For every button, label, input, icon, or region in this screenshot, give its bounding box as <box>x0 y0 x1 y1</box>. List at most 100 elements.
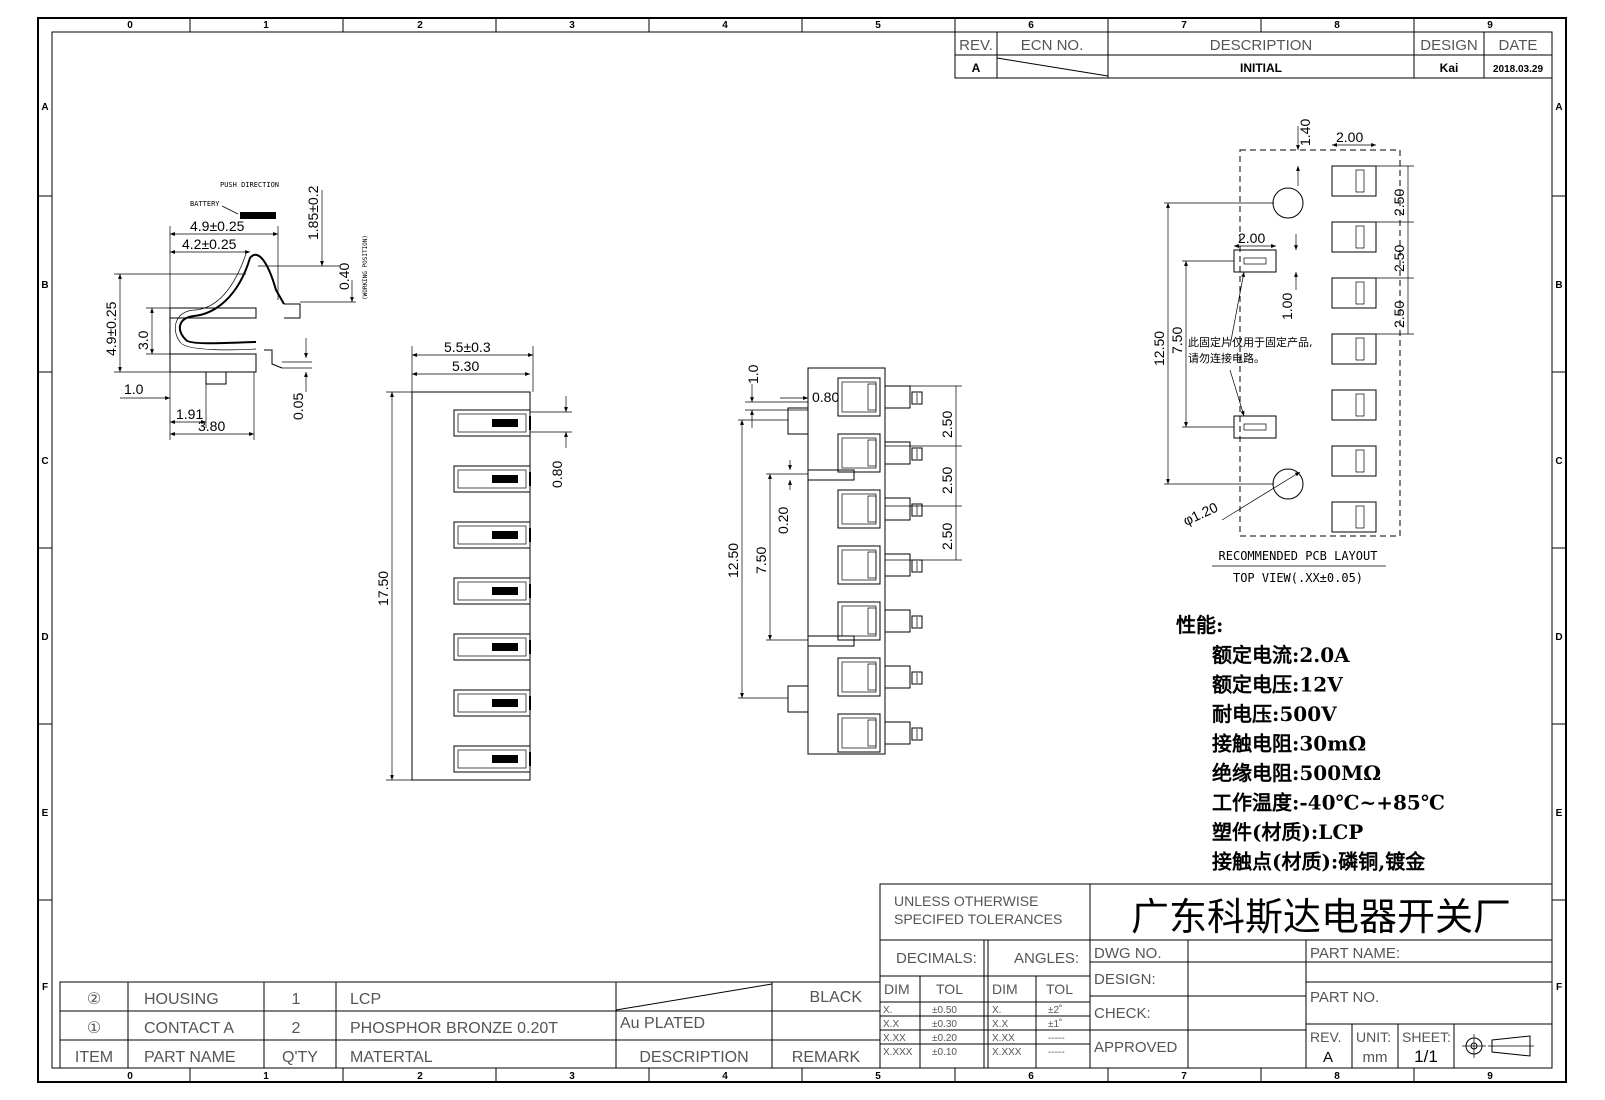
part-name-label: PART NAME: <box>1310 945 1400 962</box>
angles-label: ANGLES: <box>1014 950 1079 967</box>
col-label: 8 <box>1334 1071 1340 1082</box>
description-value: INITIAL <box>1240 61 1282 75</box>
spec-line: 耐电压:500V <box>1212 702 1337 726</box>
ang-tol: ±2˚ <box>1048 1004 1062 1016</box>
dim-header: DIM <box>884 981 910 997</box>
bom-remark: BLACK <box>810 989 863 1006</box>
tol-header: TOL <box>1046 981 1073 997</box>
company-name: 广东科斯达电器开关厂 <box>1131 895 1511 939</box>
row-label: E <box>1556 808 1563 819</box>
ecn-header: ECN NO. <box>1021 37 1084 54</box>
front-pin <box>453 745 531 773</box>
dec-dim: X.XX <box>883 1033 906 1044</box>
front-pins <box>453 409 531 773</box>
dim-label: 4.9±0.25 <box>190 218 245 234</box>
front-pin <box>453 633 531 661</box>
specs-title: 性能: <box>1176 613 1223 637</box>
pcb-note-line1: 此固定片仅用于固定产品, <box>1188 335 1313 349</box>
bom-material: LCP <box>350 991 381 1008</box>
decimals-label: DECIMALS: <box>896 950 977 967</box>
spec-line: 接触点(材质):磷铜,镀金 <box>1212 850 1426 874</box>
bom-item: ① <box>87 1020 101 1037</box>
dim-label: 1.0 <box>745 364 761 384</box>
front-pin <box>453 521 531 549</box>
top-contact <box>837 713 923 753</box>
dim-label: 2.50 <box>939 467 955 494</box>
ang-tol: ----- <box>1048 1033 1065 1044</box>
working-position-label: (WORKING POSITION) <box>362 235 369 300</box>
top-contact <box>837 433 923 473</box>
dim-label: 2.50 <box>1391 189 1407 216</box>
pcb-layout-subtitle: TOP VIEW(.XX±0.05) <box>1233 571 1363 585</box>
bom-description: Au PLATED <box>620 1015 705 1032</box>
pcb-layout: 1.40 2.00 2.50 2.50 2.50 2.00 1.00 7.50 … <box>1151 119 1414 585</box>
bom-table: ② HOUSING 1 LCP BLACK ① CONTACT A 2 PHOS… <box>59 981 881 1069</box>
rev-value: A <box>1323 1049 1333 1066</box>
top-contact <box>837 657 923 697</box>
row-label: C <box>1555 456 1562 467</box>
dim-label: 2.00 <box>1336 129 1363 145</box>
col-label: 0 <box>127 1071 133 1082</box>
top-contact <box>837 489 923 529</box>
side-view: PUSH DIRECTION BATTERY 4.9±0.25 4.2±0.25… <box>103 181 369 440</box>
bom-item: ② <box>87 991 101 1008</box>
top-contact <box>837 377 923 417</box>
row-label: D <box>41 632 48 643</box>
date-header: DATE <box>1499 37 1538 54</box>
design-header: DESIGN <box>1420 37 1478 54</box>
rev-header: REV. <box>959 37 993 54</box>
pcb-pad <box>1331 277 1377 309</box>
dim-label: 7.50 <box>753 547 769 574</box>
dim-label: 1.40 <box>1297 119 1313 146</box>
dim-header: DIM <box>992 981 1018 997</box>
col-label: 9 <box>1487 20 1493 31</box>
unit-value: mm <box>1363 1049 1388 1066</box>
title-block: UNLESS OTHERWISE SPECIFED TOLERANCES DEC… <box>879 883 1553 1069</box>
description-header: DESCRIPTION <box>1210 37 1313 54</box>
front-view: 5.5±0.3 5.30 17.50 0.80 <box>375 339 572 781</box>
spec-line: 塑件(材质):LCP <box>1212 820 1363 844</box>
design-label: DESIGN: <box>1094 971 1156 988</box>
dim-label: 0.80 <box>812 389 839 405</box>
dec-dim: X.X <box>883 1019 899 1030</box>
front-pin <box>453 409 531 437</box>
dim-label: 4.9±0.25 <box>103 301 119 356</box>
dim-label: 2.00 <box>1238 230 1265 246</box>
dim-label: 2.50 <box>1391 245 1407 272</box>
col-label: 4 <box>722 20 728 31</box>
dim-label: 5.5±0.3 <box>444 339 491 355</box>
pcb-layout-title: RECOMMENDED PCB LAYOUT <box>1219 549 1378 563</box>
ang-dim: X.XX <box>992 1033 1015 1044</box>
ang-tol: ----- <box>1048 1047 1065 1058</box>
bom-part-name: CONTACT A <box>144 1020 234 1037</box>
dim-label: 12.50 <box>1151 331 1167 366</box>
projection-symbol-icon <box>1462 1034 1534 1058</box>
design-value: Kai <box>1440 61 1459 75</box>
dwg-no-label: DWG NO. <box>1094 945 1162 962</box>
dec-tol: ±0.10 <box>932 1047 957 1058</box>
row-label: F <box>1556 982 1562 993</box>
bom-qty: 2 <box>292 1020 301 1037</box>
row-label: F <box>42 982 48 993</box>
bom-header-item: ITEM <box>75 1049 113 1066</box>
spec-line: 接触电阻:30mΩ <box>1212 732 1366 756</box>
top-contact <box>837 601 923 641</box>
col-label: 6 <box>1028 20 1034 31</box>
bom-qty: 1 <box>292 991 301 1008</box>
pcb-pads <box>1331 165 1377 533</box>
dim-label: 0.40 <box>336 263 352 290</box>
col-label: 7 <box>1181 1071 1187 1082</box>
bom-header-part-name: PART NAME <box>144 1049 236 1066</box>
spec-line: 绝缘电阻:500MΩ <box>1212 761 1381 785</box>
row-label: C <box>41 456 48 467</box>
pcb-pad <box>1331 165 1377 197</box>
battery-label: BATTERY <box>190 200 220 208</box>
pcb-pad <box>1331 221 1377 253</box>
tol-header: TOL <box>936 981 963 997</box>
ang-dim: X. <box>992 1005 1001 1016</box>
dim-label: 1.00 <box>1279 293 1295 320</box>
dec-dim: X.XXX <box>883 1047 913 1058</box>
dim-label: 2.50 <box>1391 301 1407 328</box>
tolerance-line1: UNLESS OTHERWISE <box>894 893 1038 909</box>
